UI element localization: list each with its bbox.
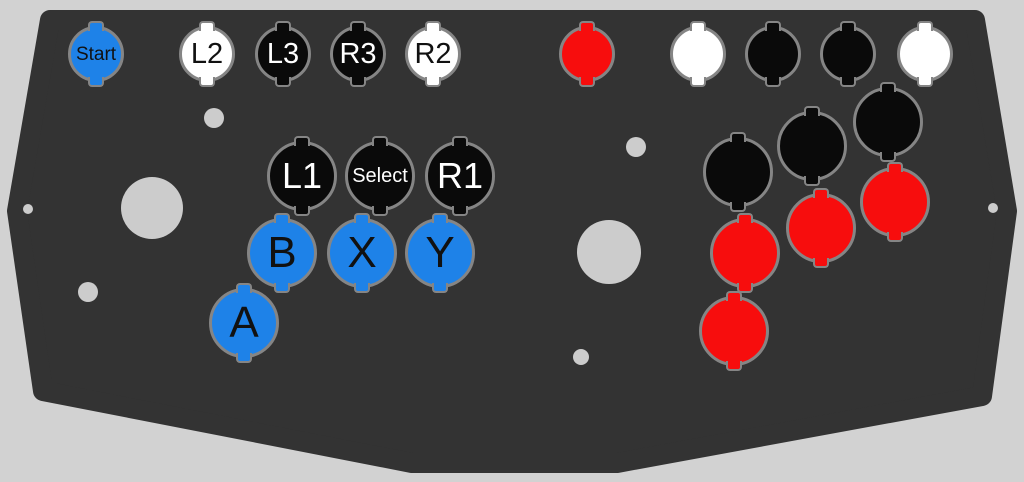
l2-button[interactable]: L2 [179,26,235,82]
top-red-button[interactable] [559,26,615,82]
a-button[interactable]: A [209,288,279,358]
panel-hole-small-3 [626,137,646,157]
x-button[interactable]: X [327,218,397,288]
r1-button[interactable]: R1 [425,141,495,211]
panel-hole-tiny-right [988,203,998,213]
cluster-black-button-3[interactable] [853,87,923,157]
panel-hole-small-4 [573,349,589,365]
top-white-button-2[interactable] [897,26,953,82]
cluster-red-button-3[interactable] [860,167,930,237]
b-button[interactable]: B [247,218,317,288]
panel-hole-tiny-left [23,204,33,214]
cluster-red-button-4[interactable] [699,296,769,366]
joystick-hole-center [577,220,641,284]
cluster-red-button-2[interactable] [786,193,856,263]
start-button[interactable]: Start [68,26,124,82]
l1-button[interactable]: L1 [267,141,337,211]
joystick-hole-left [121,177,183,239]
panel-hole-small-1 [204,108,224,128]
select-button[interactable]: Select [345,141,415,211]
cluster-red-button-1[interactable] [710,218,780,288]
y-button[interactable]: Y [405,218,475,288]
top-black-button-2[interactable] [820,26,876,82]
top-black-button-1[interactable] [745,26,801,82]
cluster-black-button-2[interactable] [777,111,847,181]
r3-button[interactable]: R3 [330,26,386,82]
top-white-button-1[interactable] [670,26,726,82]
l3-button[interactable]: L3 [255,26,311,82]
cluster-black-button-1[interactable] [703,137,773,207]
panel-shape [7,10,1017,473]
panel-hole-small-2 [78,282,98,302]
r2-button[interactable]: R2 [405,26,461,82]
